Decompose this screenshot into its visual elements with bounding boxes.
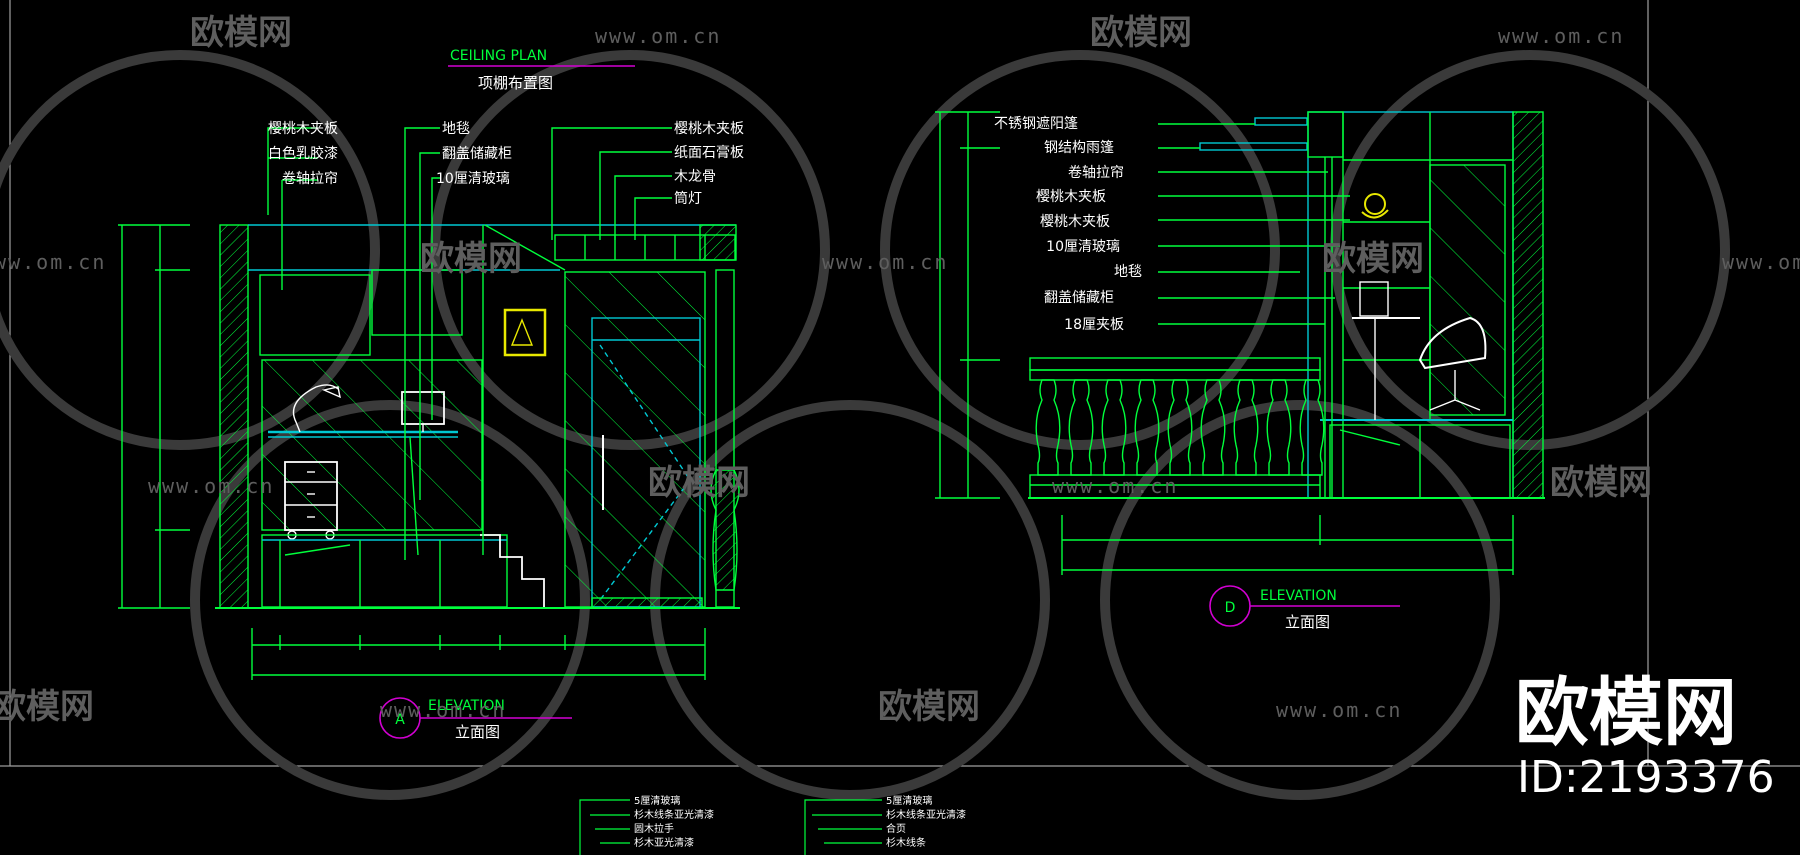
svg-text:不锈钢遮阳篷: 不锈钢遮阳篷 bbox=[994, 116, 1078, 132]
watermark-brand-5: 欧模网 bbox=[648, 463, 750, 503]
svg-text:杉木亚光清漆: 杉木亚光清漆 bbox=[634, 836, 694, 849]
baluster bbox=[1101, 379, 1127, 476]
watermark-brand-6: 欧模网 bbox=[1550, 463, 1652, 503]
elevation-a-marker-letter: A bbox=[395, 712, 405, 728]
watermark-url-9: www.om.cn bbox=[1276, 698, 1403, 722]
baluster bbox=[1233, 379, 1259, 476]
elevation-d-title: ELEVATION bbox=[1260, 588, 1337, 604]
bottom-leaders bbox=[579, 799, 882, 855]
elevation-d-drawing bbox=[935, 111, 1545, 575]
ceiling-plan-subtitle: 项棚布置图 bbox=[478, 74, 553, 92]
svg-text:木龙骨: 木龙骨 bbox=[674, 169, 716, 185]
watermark-url-7: www.om.cn bbox=[1052, 474, 1179, 498]
svg-text:18厘夹板: 18厘夹板 bbox=[1064, 317, 1124, 333]
svg-text:翻盖储藏柜: 翻盖储藏柜 bbox=[442, 146, 512, 162]
svg-text:5厘清玻璃: 5厘清玻璃 bbox=[886, 794, 932, 807]
watermark-brand-4: 欧模网 bbox=[1322, 239, 1424, 279]
corner-watermark-brand: 欧模网 bbox=[1515, 670, 1737, 756]
baluster bbox=[1134, 379, 1160, 476]
svg-text:地毯: 地毯 bbox=[1114, 264, 1142, 280]
baluster bbox=[1167, 379, 1193, 476]
watermark-brand-3: 欧模网 bbox=[420, 239, 522, 279]
elevation-d-subtitle: 立面图 bbox=[1285, 613, 1330, 631]
elevation-a-drawing bbox=[118, 127, 740, 680]
bottom-labels-group-1: 5厘清玻璃 杉木线条亚光清漆 圆木拉手 杉木亚光清漆 bbox=[634, 794, 714, 849]
elevation-a-marker bbox=[379, 697, 572, 739]
watermark-url-5: www.om.cn bbox=[1722, 250, 1800, 274]
elevation-d-marker-letter: D bbox=[1225, 600, 1236, 616]
elevation-d-marker bbox=[1209, 585, 1400, 627]
baluster bbox=[1266, 379, 1292, 476]
watermark-url-8: www.om.cn bbox=[380, 698, 507, 722]
svg-text:杉木线条: 杉木线条 bbox=[886, 836, 926, 849]
watermark-brand-1: 欧模网 bbox=[190, 13, 292, 53]
drawing-frame bbox=[0, 0, 1800, 767]
svg-text:樱桃木夹板: 樱桃木夹板 bbox=[268, 120, 338, 137]
svg-text:樱桃木夹板: 樱桃木夹板 bbox=[1040, 213, 1110, 230]
baluster bbox=[1035, 379, 1061, 476]
watermark-brand-7: 欧模网 bbox=[0, 687, 94, 727]
bottom-labels-group-2: 5厘清玻璃 杉木线条亚光清漆 合页 杉木线条 bbox=[886, 794, 966, 849]
baluster bbox=[1299, 379, 1325, 476]
baluster bbox=[1200, 379, 1226, 476]
watermark-brand-2: 欧模网 bbox=[1090, 13, 1192, 53]
svg-text:杉木线条亚光清漆: 杉木线条亚光清漆 bbox=[634, 808, 714, 821]
svg-text:地毯: 地毯 bbox=[442, 121, 470, 137]
svg-text:白色乳胶漆: 白色乳胶漆 bbox=[268, 145, 338, 162]
svg-text:樱桃木夹板: 樱桃木夹板 bbox=[674, 120, 744, 137]
svg-text:樱桃木夹板: 樱桃木夹板 bbox=[1036, 188, 1106, 205]
corner-watermark-id: ID:2193376 bbox=[1517, 752, 1775, 803]
svg-text:卷轴拉帘: 卷轴拉帘 bbox=[1068, 165, 1124, 181]
ceiling-plan-title: CEILING PLAN bbox=[450, 48, 547, 64]
elevation-a-title: ELEVATION bbox=[428, 698, 505, 714]
svg-text:纸面石膏板: 纸面石膏板 bbox=[674, 144, 744, 161]
svg-text:10厘清玻璃: 10厘清玻璃 bbox=[1046, 238, 1120, 255]
svg-text:10厘清玻璃: 10厘清玻璃 bbox=[436, 170, 510, 187]
svg-text:合页: 合页 bbox=[886, 822, 906, 835]
watermark-url-6: www.om.cn bbox=[148, 474, 275, 498]
watermark-url-2: www.om.cn bbox=[1498, 24, 1625, 48]
watermark-brand-8: 欧模网 bbox=[878, 687, 980, 727]
elevation-a-labels-right: 樱桃木夹板 纸面石膏板 木龙骨 筒灯 bbox=[674, 120, 744, 207]
svg-text:钢结构雨篷: 钢结构雨篷 bbox=[1044, 140, 1114, 156]
elevation-a-labels-left: 樱桃木夹板 白色乳胶漆 卷轴拉帘 bbox=[268, 120, 338, 187]
svg-text:卷轴拉帘: 卷轴拉帘 bbox=[282, 171, 338, 187]
watermark-url-3: www.om.cn bbox=[0, 250, 107, 274]
baluster bbox=[1068, 379, 1094, 476]
elevation-a-subtitle: 立面图 bbox=[455, 723, 500, 741]
watermark-url-4: www.om.cn bbox=[822, 250, 949, 274]
svg-text:杉木线条亚光清漆: 杉木线条亚光清漆 bbox=[886, 808, 966, 821]
elevation-d-labels: 不锈钢遮阳篷 钢结构雨篷 卷轴拉帘 樱桃木夹板 樱桃木夹板 10厘清玻璃 地毯 … bbox=[994, 116, 1142, 333]
elevation-a-labels-mid: 地毯 翻盖储藏柜 10厘清玻璃 bbox=[436, 121, 512, 187]
watermark-url-1: www.om.cn bbox=[595, 24, 722, 48]
svg-text:圆木拉手: 圆木拉手 bbox=[634, 822, 674, 835]
svg-text:筒灯: 筒灯 bbox=[674, 190, 702, 207]
svg-text:翻盖储藏柜: 翻盖储藏柜 bbox=[1044, 290, 1114, 306]
svg-text:5厘清玻璃: 5厘清玻璃 bbox=[634, 794, 680, 807]
